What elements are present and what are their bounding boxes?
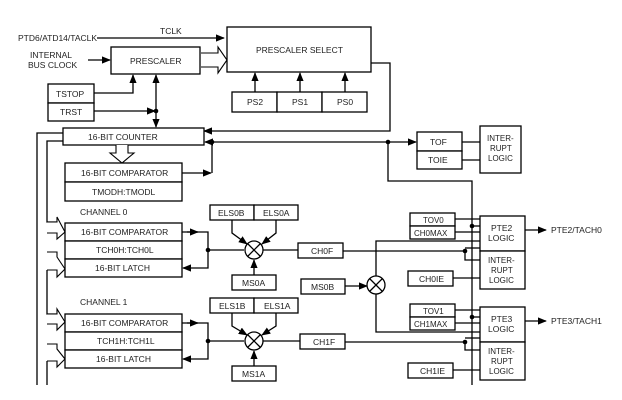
ch0-il-line1: INTER- [488,256,515,265]
mod-comparator-label: 16-BIT COMPARATOR [81,168,168,178]
els0a-label: ELS0A [263,208,290,218]
channel0-title: CHANNEL 0 [80,207,128,217]
ch1-il-line1: INTER- [488,347,515,356]
tov0-label: TOV0 [423,216,444,225]
ms0b-label: MS0B [311,282,334,292]
ps1-label: PS1 [292,97,308,107]
counter-block [62,127,205,146]
ch0-latch-label: 16-BIT LATCH [95,263,150,273]
pte3-logic-block [479,306,526,343]
ch1f-label: CH1F [313,337,335,347]
tstop-label: TSTOP [56,89,85,99]
ch1ie-label: CH1IE [420,366,445,376]
pte3-tach1-pin-label: PTE3/TACH1 [551,316,602,326]
tstop-to-prescaler [94,74,137,94]
els1b-label: ELS1B [219,301,246,311]
els0b-label: ELS0B [218,208,245,218]
pin-tclk-source-label: PTD6/ATD14/TACLK [18,33,97,43]
els0a-to-mux [261,220,277,245]
pte2-logic-line1: PTE2 [491,223,513,233]
ms0a-label: MS0A [242,278,265,288]
pte2-tach0-pin-label: PTE2/TACH0 [551,225,602,235]
ch1-mux-cross [247,334,261,348]
internal-bus-clock-label-2: BUS CLOCK [28,60,77,70]
ch1-il-line2: RUPT [491,357,513,366]
ch1-comparator-bus-arrow [47,307,66,332]
ch0-latch-bus-arrow [47,251,66,279]
prescaler-bus-arrow [201,45,228,75]
ch1-il-line3: LOGIC [489,367,514,376]
mod-register-block [64,181,183,202]
els1a-to-mux [261,313,277,336]
ch0-interrupt-logic-block [479,250,526,290]
prescaler-block [110,46,201,75]
els1b-to-mux [231,313,248,336]
pte2-logic-line2: LOGIC [488,233,514,243]
ch0f-junction [462,248,468,254]
ch1max-label: CH1MAX [414,320,448,329]
toie-label: TOIE [428,155,448,165]
channel1-title: CHANNEL 1 [80,297,128,307]
overflow-bus-to-channels [387,142,473,385]
ms1a-label: MS1A [242,369,265,379]
ch0f-label: CH0F [311,246,333,256]
overflow-interrupt-logic-block [479,125,522,174]
trst-label: TRST [60,107,82,117]
ps2-label: PS2 [247,97,263,107]
mod-register-label: TMODH:TMODL [92,187,156,197]
ch0-comparator-label: 16-BIT COMPARATOR [81,227,168,237]
left-bus-inner [46,140,63,223]
ch0f-int-branch [464,251,480,261]
oil-line3: LOGIC [488,154,513,163]
ch1f-int-branch [464,342,480,351]
ch0-comparator-bus-arrow [47,216,66,241]
prescaler-select-to-counter [203,62,391,135]
ch0-register-label: TCH0H:TCH0L [96,245,154,255]
left-bus-outer [36,132,63,385]
ch0-il-line2: RUPT [491,266,513,275]
ch1-latch-bus-arrow [47,343,66,369]
ch0-latch-block [64,258,183,278]
ms0b-to-pte3 [375,294,480,333]
tclk-label: TCLK [160,26,182,36]
ch1-comparator-label: 16-BIT COMPARATOR [81,318,168,328]
trst-junction [153,108,159,114]
counter-bus-arrow [108,145,136,164]
prescaler-label: PRESCALER [130,56,182,66]
ch0max-label: CH0MAX [414,229,448,238]
ch1-interrupt-logic-block [479,341,526,381]
ch0-mux-cross [247,243,261,257]
tof-label: TOF [430,137,447,147]
tov1-label: TOV1 [423,307,444,316]
ch0-il-line3: LOGIC [489,276,514,285]
prescaler-select-label: PRESCALER SELECT [256,45,343,55]
internal-bus-clock-label-1: INTERNAL [30,50,72,60]
els1a-label: ELS1A [264,301,291,311]
ch1-latch-block [64,349,183,369]
ch1-latch-label: 16-BIT LATCH [96,354,151,364]
pte3-logic-line1: PTE3 [491,314,513,324]
ch1f-junction [462,339,468,345]
els0b-to-mux [231,220,248,245]
oil-line1: INTER- [487,134,514,143]
ch1-latch-feedback [182,322,209,363]
counter-label: 16-BIT COUNTER [88,132,158,142]
oil-line2: RUPT [490,144,512,153]
prescaler-select-block [226,26,372,73]
ps0-label: PS0 [337,97,353,107]
trst-bit [47,102,95,122]
pte3-logic-line2: LOGIC [488,324,514,334]
ch0-latch-feedback [182,231,209,272]
ch1-register-label: TCH1H:TCH1L [97,336,155,346]
ms0b-mux-cross [369,278,383,292]
left-bus-ch1 [46,270,57,315]
ms0b-to-pte2 [375,240,480,276]
ch0ie-label: CH0IE [419,274,444,284]
